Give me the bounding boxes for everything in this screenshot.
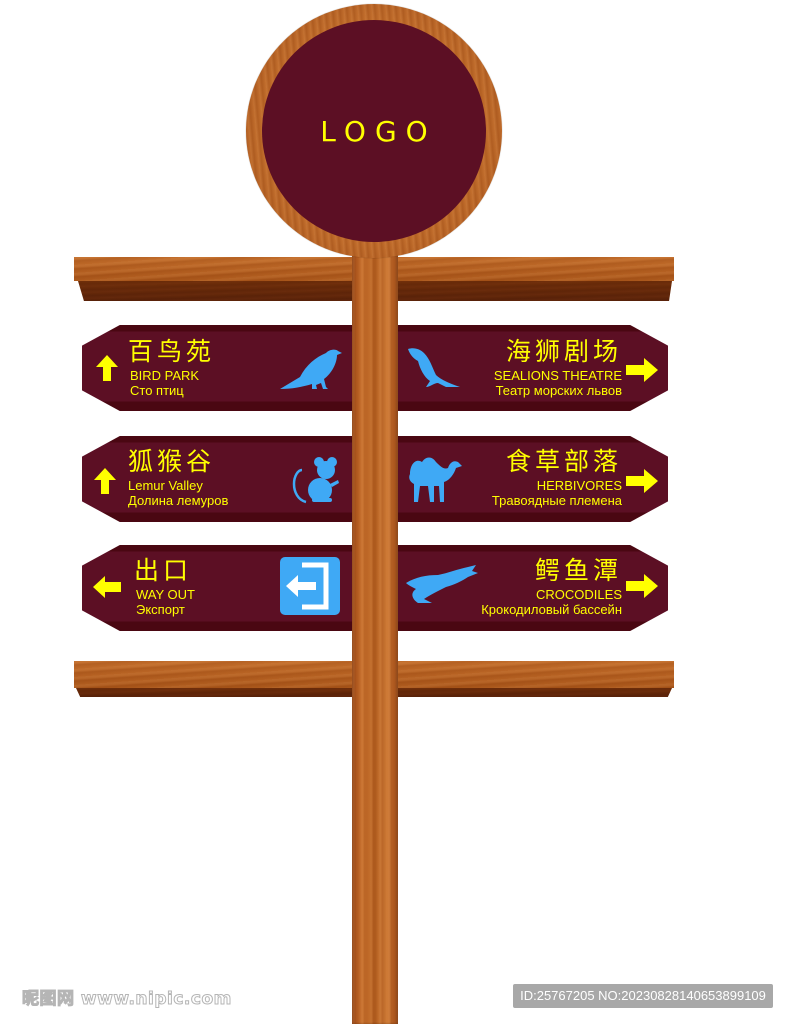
wooden-pole	[352, 250, 398, 1024]
arrow-right-icon	[626, 358, 658, 382]
arrow-up-icon	[94, 468, 116, 494]
sign-title-en: BIRD PARK	[130, 368, 200, 383]
sign-title-zh: 出口	[134, 556, 193, 585]
sign-herbivores: 食草部落 HERBIVORES Травоядные племена	[398, 436, 668, 522]
arrow-left-icon	[93, 576, 121, 598]
sign-title-zh: 海狮剧场	[505, 337, 622, 366]
logo-sign: LOGO	[246, 4, 502, 258]
watermark-site: 昵图网 www.nipic.com	[22, 989, 232, 1010]
sign-title-ru: Травоядные племена	[491, 493, 622, 508]
bird-icon	[280, 349, 342, 389]
sign-plate	[82, 436, 352, 522]
exit-icon	[280, 557, 340, 615]
logo-disc: LOGO	[262, 20, 486, 242]
arrow-up-icon	[96, 355, 118, 381]
sign-title-en: WAY OUT	[136, 587, 195, 602]
sign-lemur-valley: 狐猴谷 Lemur Valley Долина лемуров	[82, 436, 352, 522]
sign-title-zh: 食草部落	[505, 447, 622, 476]
sign-sealions-theatre: 海狮剧场 SEALIONS THEATRE Театр морских льво…	[398, 325, 668, 411]
sign-title-ru: Сто птиц	[130, 383, 184, 398]
arrow-right-icon	[626, 469, 658, 493]
sign-plate	[398, 325, 668, 411]
sign-title-en: CROCODILES	[536, 587, 622, 602]
sign-title-ru: Экспорт	[136, 602, 185, 617]
sealion-icon	[408, 348, 460, 387]
mouse-icon	[292, 457, 339, 504]
sign-crocodiles: 鳄鱼潭 CROCODILES Крокодиловый бассейн	[398, 545, 668, 631]
sign-title-zh: 鳄鱼潭	[534, 556, 622, 585]
arrow-right-icon	[626, 574, 658, 598]
crocodile-icon	[406, 565, 478, 603]
sign-title-zh: 狐猴谷	[128, 447, 216, 476]
camel-icon	[409, 457, 462, 502]
sign-bird-park: 百鸟苑 BIRD PARK Сто птиц	[82, 325, 352, 411]
sign-title-en: Lemur Valley	[128, 478, 203, 493]
sign-way-out: 出口 WAY OUT Экспорт	[82, 545, 352, 631]
logo-text: LOGO	[320, 114, 437, 148]
sign-title-ru: Крокодиловый бассейн	[481, 602, 622, 617]
sign-title-zh: 百鸟苑	[128, 337, 216, 366]
sign-title-ru: Долина лемуров	[128, 493, 229, 508]
sign-title-en: HERBIVORES	[536, 478, 622, 493]
watermark-id: ID:25767205 NO:20230828140653899109	[513, 984, 773, 1008]
sign-title-en: SEALIONS THEATRE	[493, 368, 622, 383]
sign-title-ru: Театр морских львов	[495, 383, 622, 398]
